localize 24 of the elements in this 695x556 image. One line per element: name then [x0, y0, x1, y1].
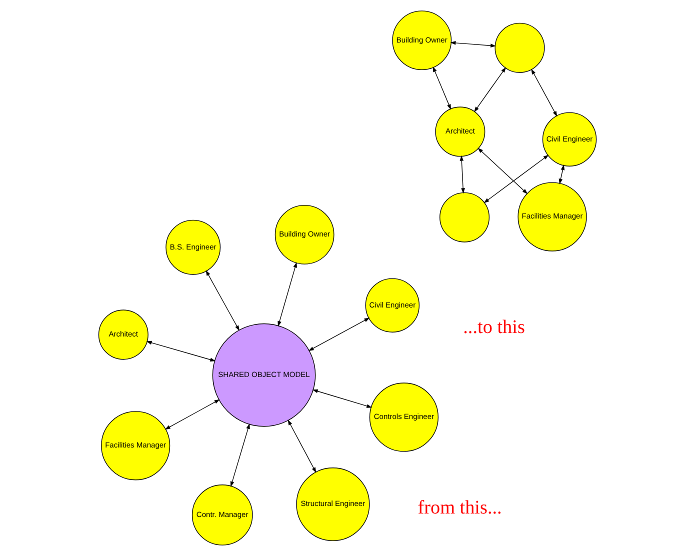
arrow	[558, 164, 565, 184]
arrow	[531, 68, 558, 117]
arrow	[478, 148, 528, 194]
arrow	[206, 270, 240, 331]
node-circle: Facilities Manager	[518, 182, 587, 252]
node-circle: Building Owner	[392, 10, 452, 70]
arrow	[450, 41, 496, 48]
arrow	[146, 340, 216, 362]
label: ...to this	[463, 316, 525, 338]
arrow	[164, 399, 220, 430]
node-circle: Controls Engineer	[369, 382, 438, 452]
arrow	[432, 66, 452, 110]
arrow	[460, 155, 465, 194]
arrow	[308, 318, 370, 351]
label: from this...	[418, 498, 502, 519]
arrow	[288, 420, 316, 473]
arrow	[474, 67, 506, 112]
arrow	[484, 154, 549, 204]
node-circle: Building Owner	[274, 204, 334, 264]
arrow	[312, 389, 372, 408]
node-circle: Architect	[98, 310, 148, 360]
arrow	[278, 262, 297, 327]
arrow	[230, 423, 250, 487]
node-circle: Contr. Manager	[192, 484, 253, 546]
